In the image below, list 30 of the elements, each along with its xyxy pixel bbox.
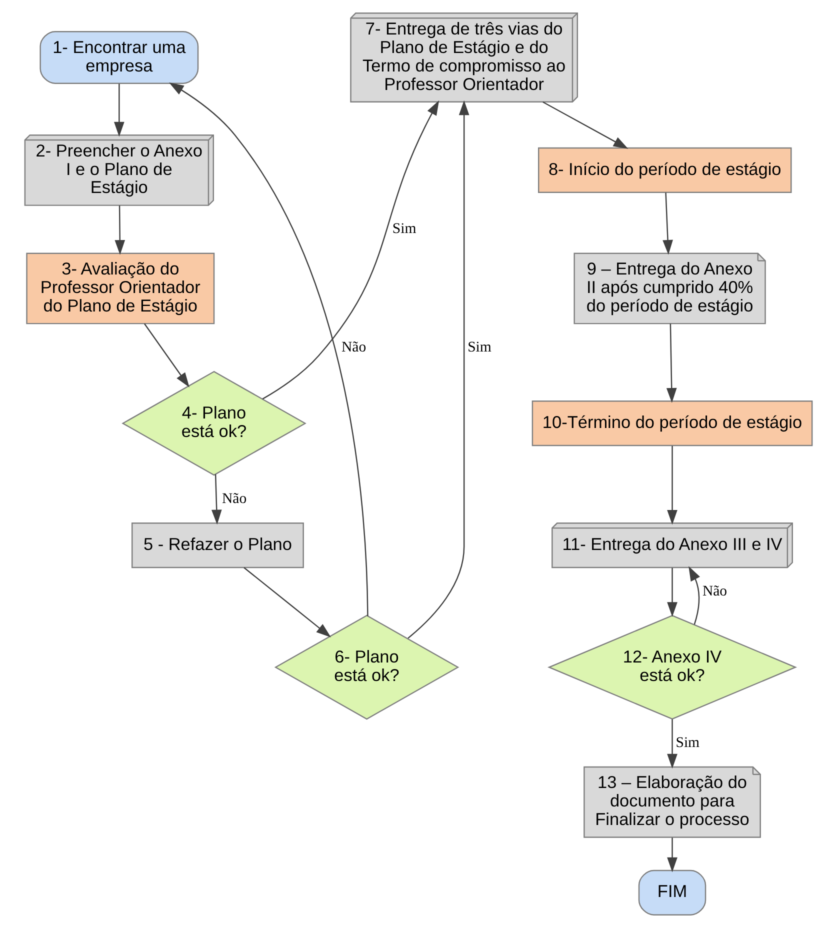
arrow [666, 719, 677, 769]
arrow [666, 838, 677, 872]
arrow [688, 566, 700, 625]
arrow [144, 323, 189, 388]
node-box: 8- Início do período de estágio [538, 147, 792, 193]
arrow [243, 567, 330, 638]
node-diamond: 6- Plano está ok? [274, 614, 459, 720]
arrow [113, 84, 124, 137]
arrow [666, 324, 676, 403]
edge-label: Sim [467, 339, 491, 356]
arrow [168, 82, 368, 616]
arrow [210, 474, 222, 525]
edge-label: Não [222, 490, 246, 507]
node-box: FIM [638, 870, 706, 916]
arrow [666, 446, 677, 525]
arrow [542, 101, 628, 149]
arrow [262, 100, 439, 400]
node-box: 5 - Refazer o Plano [130, 522, 304, 568]
edge-label: Não [341, 339, 366, 356]
arrow [666, 568, 677, 617]
arrow [662, 192, 672, 255]
edge-label: Sim [675, 734, 700, 751]
node-box: 3- Avaliação do Professor Orientador do Plano de Estágio [26, 252, 214, 324]
edge-label: Não [702, 583, 727, 600]
node-diamond: 12- Anexo IV está ok? [546, 614, 797, 720]
node-box: 1- Encontrar uma empresa [39, 31, 198, 84]
arrow [407, 100, 469, 639]
arrow [114, 206, 125, 255]
edge-label: Sim [392, 221, 416, 238]
node-box: 10-Término do período de estágio [531, 400, 812, 446]
